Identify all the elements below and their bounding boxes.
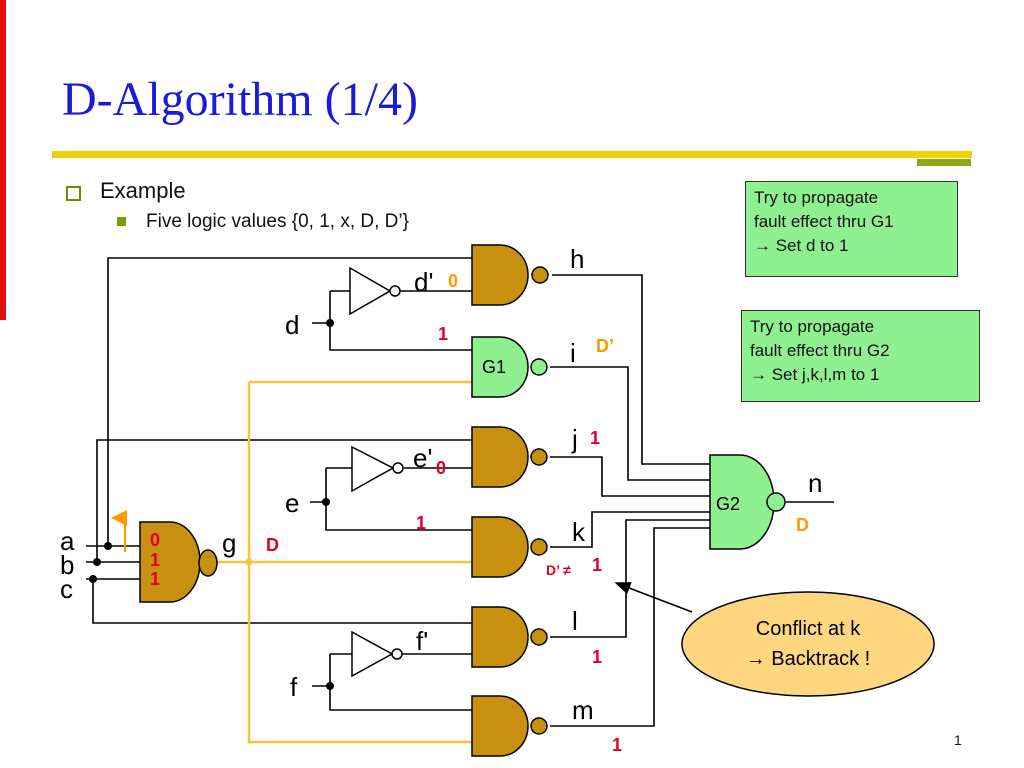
gate-g2-label: G2: [716, 494, 740, 514]
hollow-square-bullet-icon: [66, 186, 81, 201]
nand-gate-m: [471, 695, 548, 757]
title-rule-accent: [917, 159, 971, 166]
bullet-example: Example: [100, 178, 186, 203]
value-k: 1: [592, 555, 602, 575]
value-j: 1: [590, 428, 600, 448]
nand-gate-l: [471, 606, 548, 668]
value-i: D’: [596, 336, 614, 356]
circuit-wires: [86, 257, 834, 727]
conflict-callout: Conflict at k → Backtrack !: [681, 591, 935, 697]
value-a: 0: [150, 530, 160, 550]
note-propagate-g1: Try to propagate fault effect thru G1 → …: [745, 181, 958, 277]
note-line: Try to propagate: [754, 188, 879, 207]
nand-gate-g: [139, 521, 218, 603]
logic-values: 0 1 D’ 1 0 1 D 0 1 1 D D’ ≠ 1 1 1: [150, 271, 809, 755]
note-line: → Set d to 1: [754, 236, 849, 255]
signal-l-label: l: [572, 606, 578, 636]
value-k-conflict: D’ ≠: [546, 562, 571, 578]
value-b: 1: [150, 550, 160, 570]
signal-d-label: d: [285, 310, 299, 340]
note-line: → Set j,k,l,m to 1: [750, 365, 880, 384]
signal-f-bar-label: f': [416, 626, 428, 656]
d-propagation-wire: [216, 380, 472, 744]
nand-gate-j: [471, 426, 548, 488]
note-propagate-g2: Try to propagate fault effect thru G2 → …: [741, 310, 980, 402]
value-m: 1: [612, 735, 622, 755]
signal-e-bar-label: e': [413, 443, 432, 473]
signal-b-label: b: [60, 550, 74, 580]
filled-square-bullet-icon: [117, 217, 126, 226]
gate-g2: G2: [709, 454, 786, 550]
signal-a-label: a: [60, 526, 75, 556]
signal-h-label: h: [570, 244, 584, 274]
signal-f-label: f: [290, 672, 298, 702]
signal-m-label: m: [572, 695, 594, 725]
signal-c-label: c: [60, 574, 73, 604]
gate-g1-label: G1: [482, 357, 506, 377]
value-d-bar: 0: [448, 271, 458, 291]
bullet-logic-values: Five logic values {0, 1, x, D, D’}: [146, 211, 409, 232]
page-number: 1: [954, 732, 962, 748]
value-c: 1: [150, 569, 160, 589]
inverter-e: [351, 445, 404, 493]
note-line: fault effect thru G2: [750, 341, 890, 360]
value-n: D: [796, 515, 809, 535]
value-k-input: 1: [416, 513, 426, 533]
nand-gate-h: [471, 244, 549, 306]
gate-g1: G1: [471, 336, 548, 398]
signal-e-label: e: [285, 488, 299, 518]
signal-d-bar-label: d': [414, 267, 433, 297]
signal-j-label: j: [571, 424, 578, 454]
inverter-d: [349, 266, 401, 316]
inverter-f: [351, 630, 403, 678]
callout-line: → Backtrack !: [746, 648, 870, 670]
callout-line: Conflict at k: [756, 618, 861, 640]
value-g: D: [266, 535, 279, 555]
junction-dots: [89, 319, 334, 690]
note-line: Try to propagate: [750, 317, 875, 336]
signal-labels: h d' d i j e' e k n a b c g l f' f m: [60, 244, 822, 725]
title-rule: [52, 151, 972, 158]
value-e-bar: 0: [436, 458, 446, 478]
signal-i-label: i: [570, 338, 576, 368]
signal-k-label: k: [572, 517, 586, 547]
left-accent-bar: [0, 0, 6, 320]
nand-gate-k: [471, 516, 548, 578]
value-g1-input: 1: [438, 324, 448, 344]
signal-n-label: n: [808, 468, 822, 498]
signal-g-label: g: [222, 528, 236, 558]
value-l: 1: [592, 647, 602, 667]
note-line: fault effect thru G1: [754, 212, 894, 231]
slide-title: D-Algorithm (1/4): [62, 73, 418, 126]
